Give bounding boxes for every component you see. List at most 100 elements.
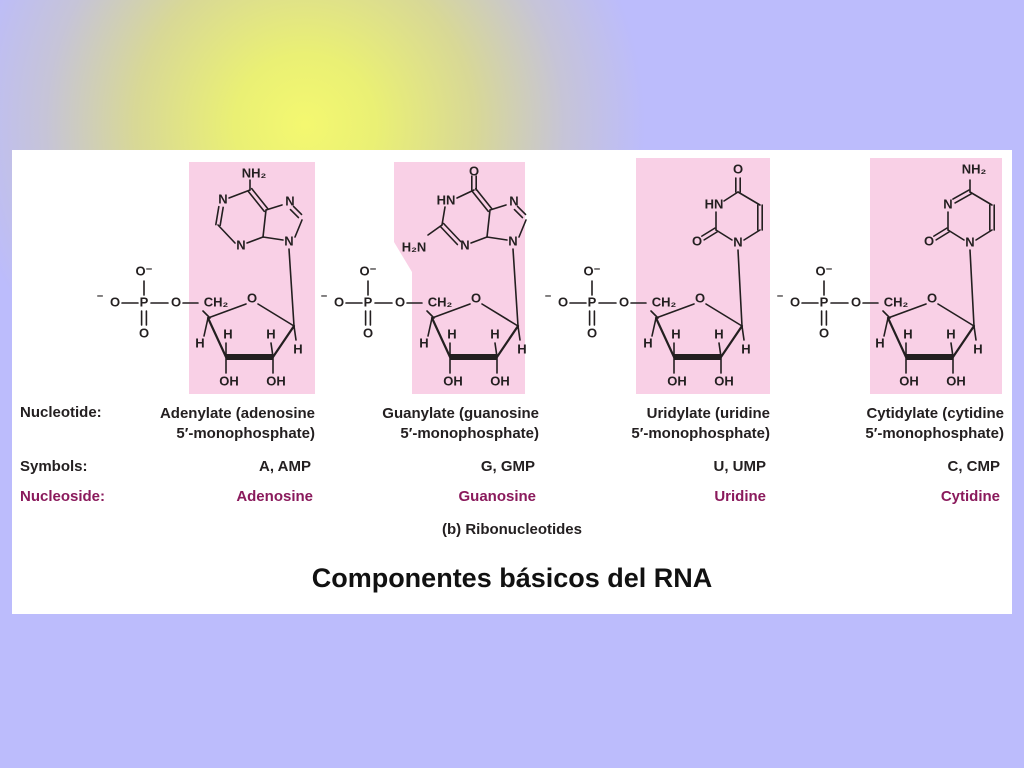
- bond: [947, 229, 965, 241]
- ch2-group: CH₂: [652, 294, 677, 309]
- bond: [206, 316, 228, 359]
- nitrogen-atom: N: [943, 196, 952, 211]
- bond: [293, 325, 297, 341]
- hydrogen-atom: H: [195, 335, 204, 350]
- bond: [512, 248, 519, 327]
- bond: [288, 248, 295, 327]
- bond: [431, 303, 471, 319]
- bond: [952, 189, 970, 200]
- phosphorus-atom: P: [364, 294, 373, 309]
- symbols-row-label: Symbols:: [20, 458, 88, 475]
- ring-oxygen: O: [927, 290, 937, 305]
- bond: [202, 310, 211, 319]
- bond: [294, 219, 303, 238]
- bond: [247, 190, 266, 213]
- hydrogen-atom: H: [875, 335, 884, 350]
- hydrogen-atom: H: [490, 326, 499, 341]
- bond: [439, 225, 459, 246]
- bond: [703, 231, 718, 241]
- bond: [737, 249, 743, 327]
- oxygen-atom: O: [819, 325, 829, 340]
- bond: [427, 317, 433, 337]
- bond: [495, 324, 520, 359]
- nitrogen-atom: N: [285, 193, 294, 208]
- nucleoside-adenosine: Adenosine: [236, 488, 313, 505]
- symbols-cytidylate: C, CMP: [947, 458, 1001, 475]
- symbols-adenylate: A, AMP: [259, 458, 311, 475]
- nitrogen-atom: N: [218, 191, 227, 206]
- phosphorus-atom: P: [140, 294, 149, 309]
- oxygen-atom: O: [790, 294, 800, 309]
- ring-oxygen: O: [247, 290, 257, 305]
- carbonyl-oxygen: O: [469, 163, 479, 178]
- bond: [486, 209, 491, 238]
- phosphorus-atom: P: [820, 294, 829, 309]
- hydrogen-atom: H: [741, 341, 750, 356]
- bond: [246, 236, 264, 244]
- bond: [719, 324, 744, 359]
- nucleoside-cytidine: Cytidine: [940, 488, 1000, 505]
- oxygen-atom: O: [139, 325, 149, 340]
- bond: [289, 208, 300, 219]
- ch2-group: CH₂: [204, 294, 229, 309]
- bond: [426, 310, 435, 319]
- hydroxyl-group: OH: [667, 373, 687, 388]
- hydrogen-atom: H: [223, 326, 232, 341]
- bond: [655, 303, 695, 319]
- oxygen-atom: O: [110, 294, 120, 309]
- nitrogen-atom: HN: [705, 196, 724, 211]
- bond: [265, 204, 283, 211]
- bond: [494, 342, 498, 358]
- nitrogen-atom: N: [460, 237, 469, 252]
- nucleoside-uridine: Uridine: [714, 488, 766, 505]
- bond: [217, 224, 236, 244]
- carbonyl-oxygen: O: [733, 161, 743, 176]
- ring-front-bond: [906, 354, 953, 360]
- oxygen-atom: O⁻: [816, 263, 833, 278]
- bond: [470, 236, 488, 244]
- ring-front-bond: [450, 354, 497, 360]
- hydrogen-atom: H: [447, 326, 456, 341]
- phosphorus-atom: P: [588, 294, 597, 309]
- hydrogen-atom: H: [671, 326, 680, 341]
- nucleoside-guanosine: Guanosine: [458, 488, 536, 505]
- oxygen-atom: O: [334, 294, 344, 309]
- hydroxyl-group: OH: [443, 373, 463, 388]
- ring-front-bond: [226, 354, 273, 360]
- bond: [718, 342, 722, 358]
- carbonyl-oxygen: O: [692, 233, 702, 248]
- hydrogen-atom: H: [643, 335, 652, 350]
- bond: [883, 317, 889, 337]
- hydroxyl-group: OH: [899, 373, 919, 388]
- bond: [456, 189, 475, 199]
- ring-front-bond: [674, 354, 721, 360]
- hydroxyl-group: OH: [266, 373, 286, 388]
- bond: [937, 303, 975, 327]
- bond: [973, 325, 977, 341]
- bond: [203, 317, 209, 337]
- ch2-group: CH₂: [428, 294, 453, 309]
- bond: [441, 206, 446, 226]
- bond: [651, 317, 657, 337]
- slide-title: Componentes básicos del RNA: [311, 563, 713, 593]
- guanosine-highlight: [394, 162, 525, 394]
- bond: [518, 219, 527, 238]
- bond: [486, 236, 508, 241]
- symbols-guanylate: G, GMP: [480, 458, 535, 475]
- bond: [292, 205, 303, 216]
- symbols-uridylate: U, UMP: [713, 458, 767, 475]
- hydrogen-atom: H: [946, 326, 955, 341]
- bond: [741, 325, 745, 341]
- hydrogen-atom: H: [293, 341, 302, 356]
- oxygen-atom: O: [363, 325, 373, 340]
- oxygen-atom: O⁻: [584, 263, 601, 278]
- nitrogen-atom: N: [236, 237, 245, 252]
- ring-oxygen: O: [695, 290, 705, 305]
- amino-group: NH₂: [962, 161, 987, 176]
- bond: [250, 187, 269, 210]
- bond: [650, 310, 659, 319]
- bond: [228, 189, 251, 199]
